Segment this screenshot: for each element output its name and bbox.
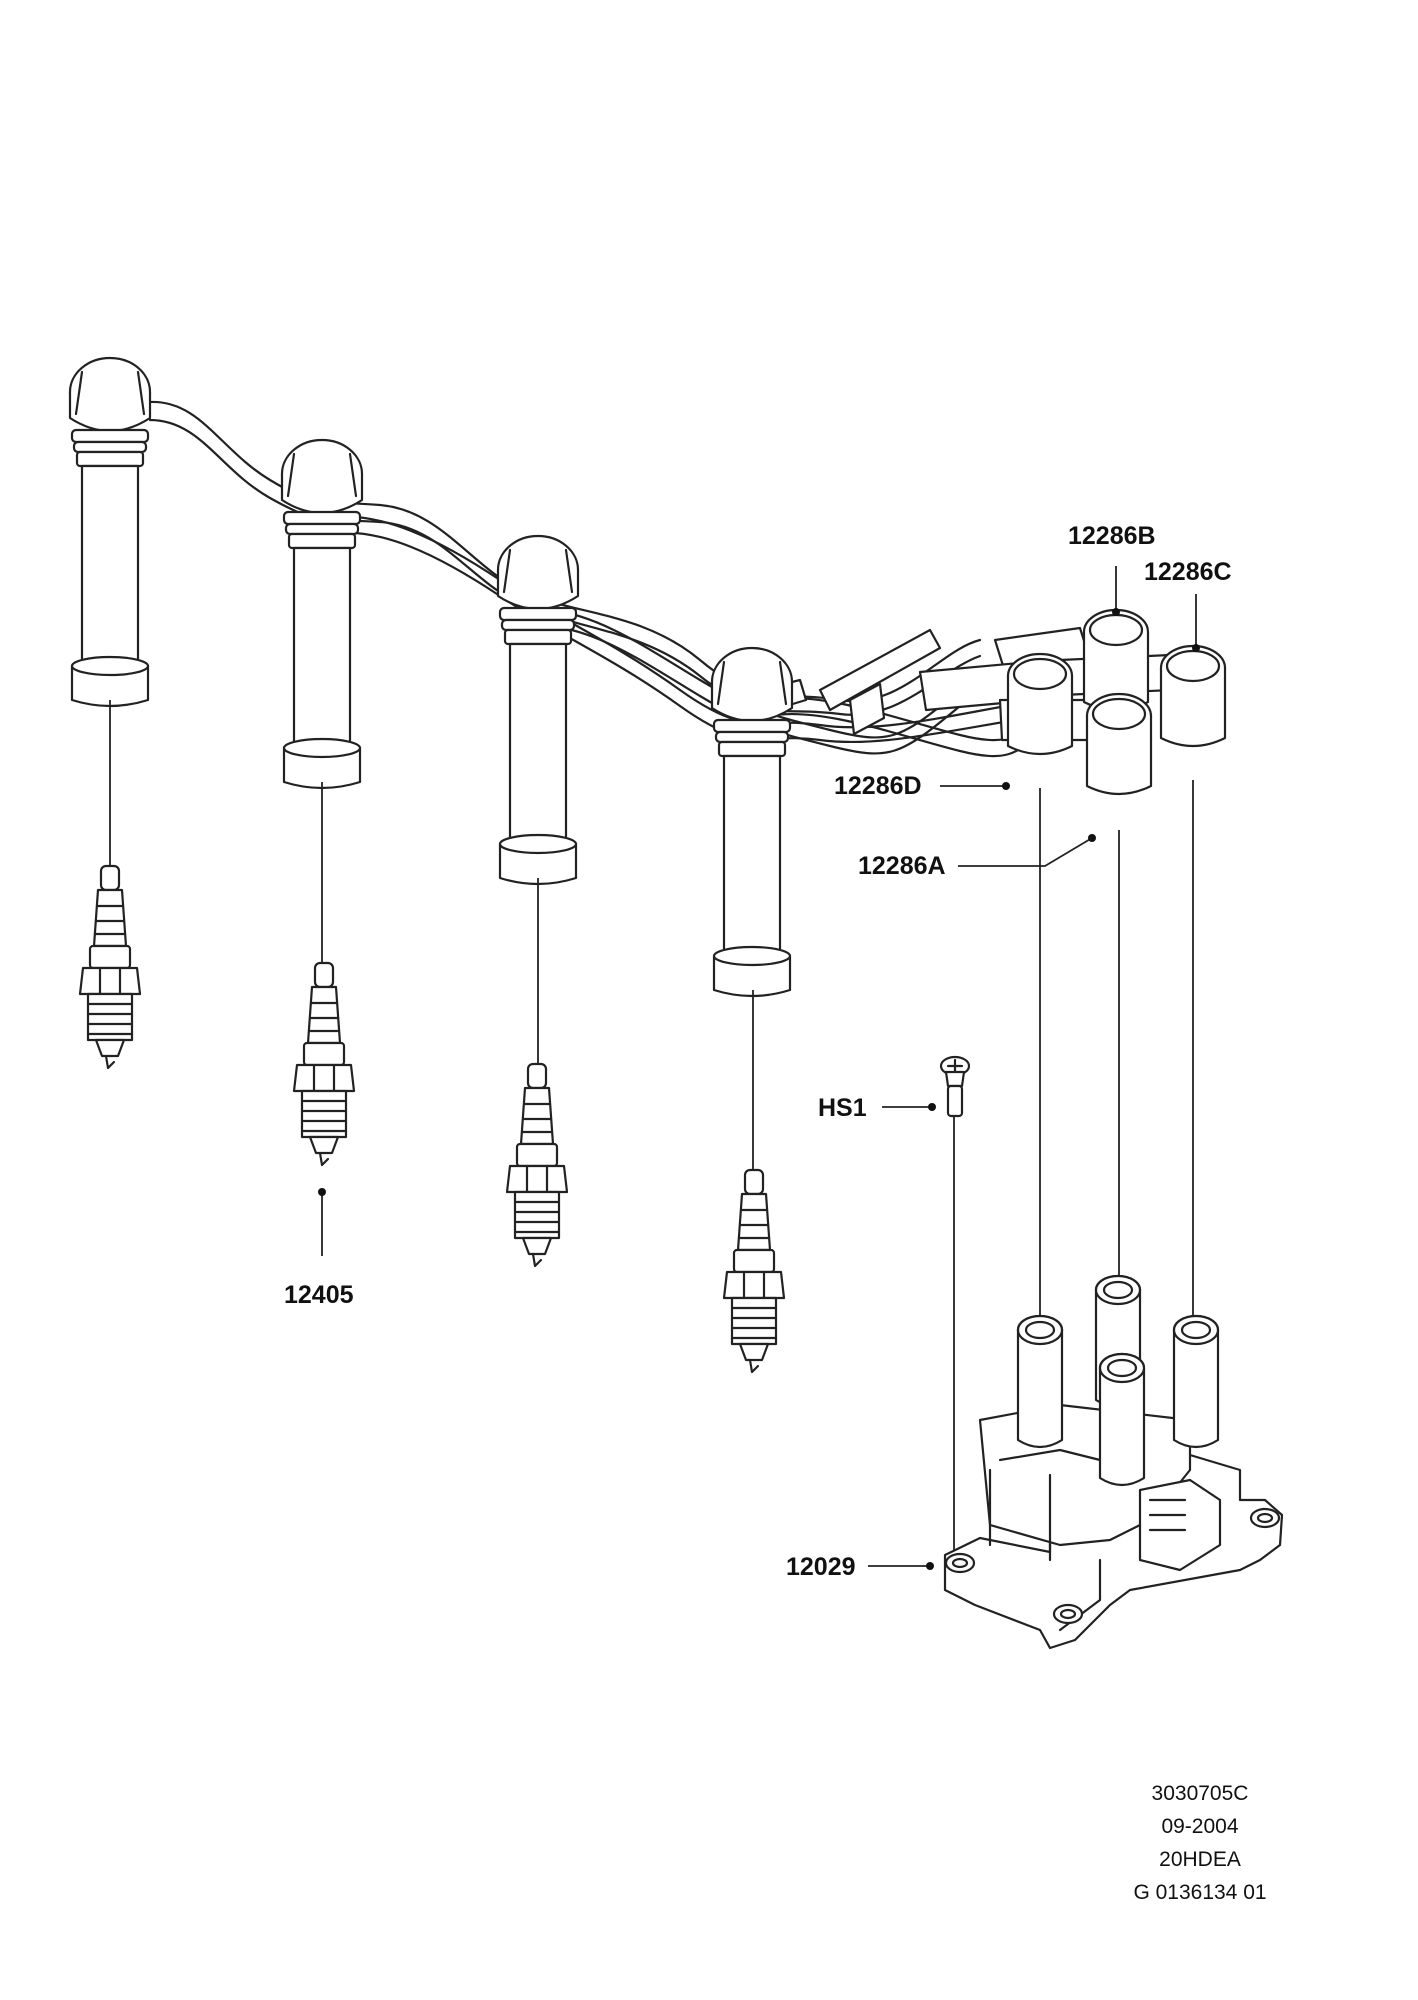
- drawing-reference-block: 3030705C 09-2004 20HDEA G 0136134 01: [1133, 1782, 1266, 1904]
- assembly-guide-lines: [109, 700, 1194, 1560]
- spark-plug-2: [292, 961, 356, 1167]
- spark-plug-1: [78, 864, 142, 1070]
- spark-plug-3: [505, 1062, 569, 1268]
- plug-lead-boot-2: [280, 438, 364, 790]
- callout-12286d: 12286D: [834, 772, 922, 800]
- callout-12286b: 12286B: [1068, 522, 1156, 550]
- engine-code: 20HDEA: [1159, 1848, 1241, 1871]
- bolt-hs1: [939, 1055, 971, 1118]
- callout-12029: 12029: [786, 1553, 856, 1581]
- cap-12286c: [1159, 644, 1227, 748]
- coil-tower-front-right: [1098, 1352, 1146, 1487]
- coil-tower-rear-right: [1172, 1314, 1220, 1449]
- coil-lead-caps: [918, 608, 1227, 796]
- spark-plug-4: [722, 1168, 786, 1374]
- plug-lead-boot-4: [710, 646, 794, 998]
- callout-leaders: [318, 566, 1200, 1570]
- ignition-lead-set: [148, 400, 1062, 758]
- ignition-coil: [943, 1274, 1284, 1650]
- callout-12405: 12405: [284, 1281, 354, 1309]
- cap-12286a: [1085, 692, 1153, 796]
- drawing-date: 09-2004: [1161, 1815, 1238, 1838]
- plug-lead-boot-3: [496, 534, 580, 886]
- graphic-id: G 0136134 01: [1133, 1881, 1266, 1904]
- coil-tower-front-left: [1016, 1314, 1064, 1449]
- callout-12286a: 12286A: [858, 852, 946, 880]
- cap-12286d: [1006, 652, 1074, 756]
- drawing-number: 3030705C: [1152, 1782, 1249, 1805]
- callout-12286c: 12286C: [1144, 558, 1232, 586]
- plug-lead-boot-1: [68, 356, 152, 708]
- callout-hs1: HS1: [818, 1094, 867, 1122]
